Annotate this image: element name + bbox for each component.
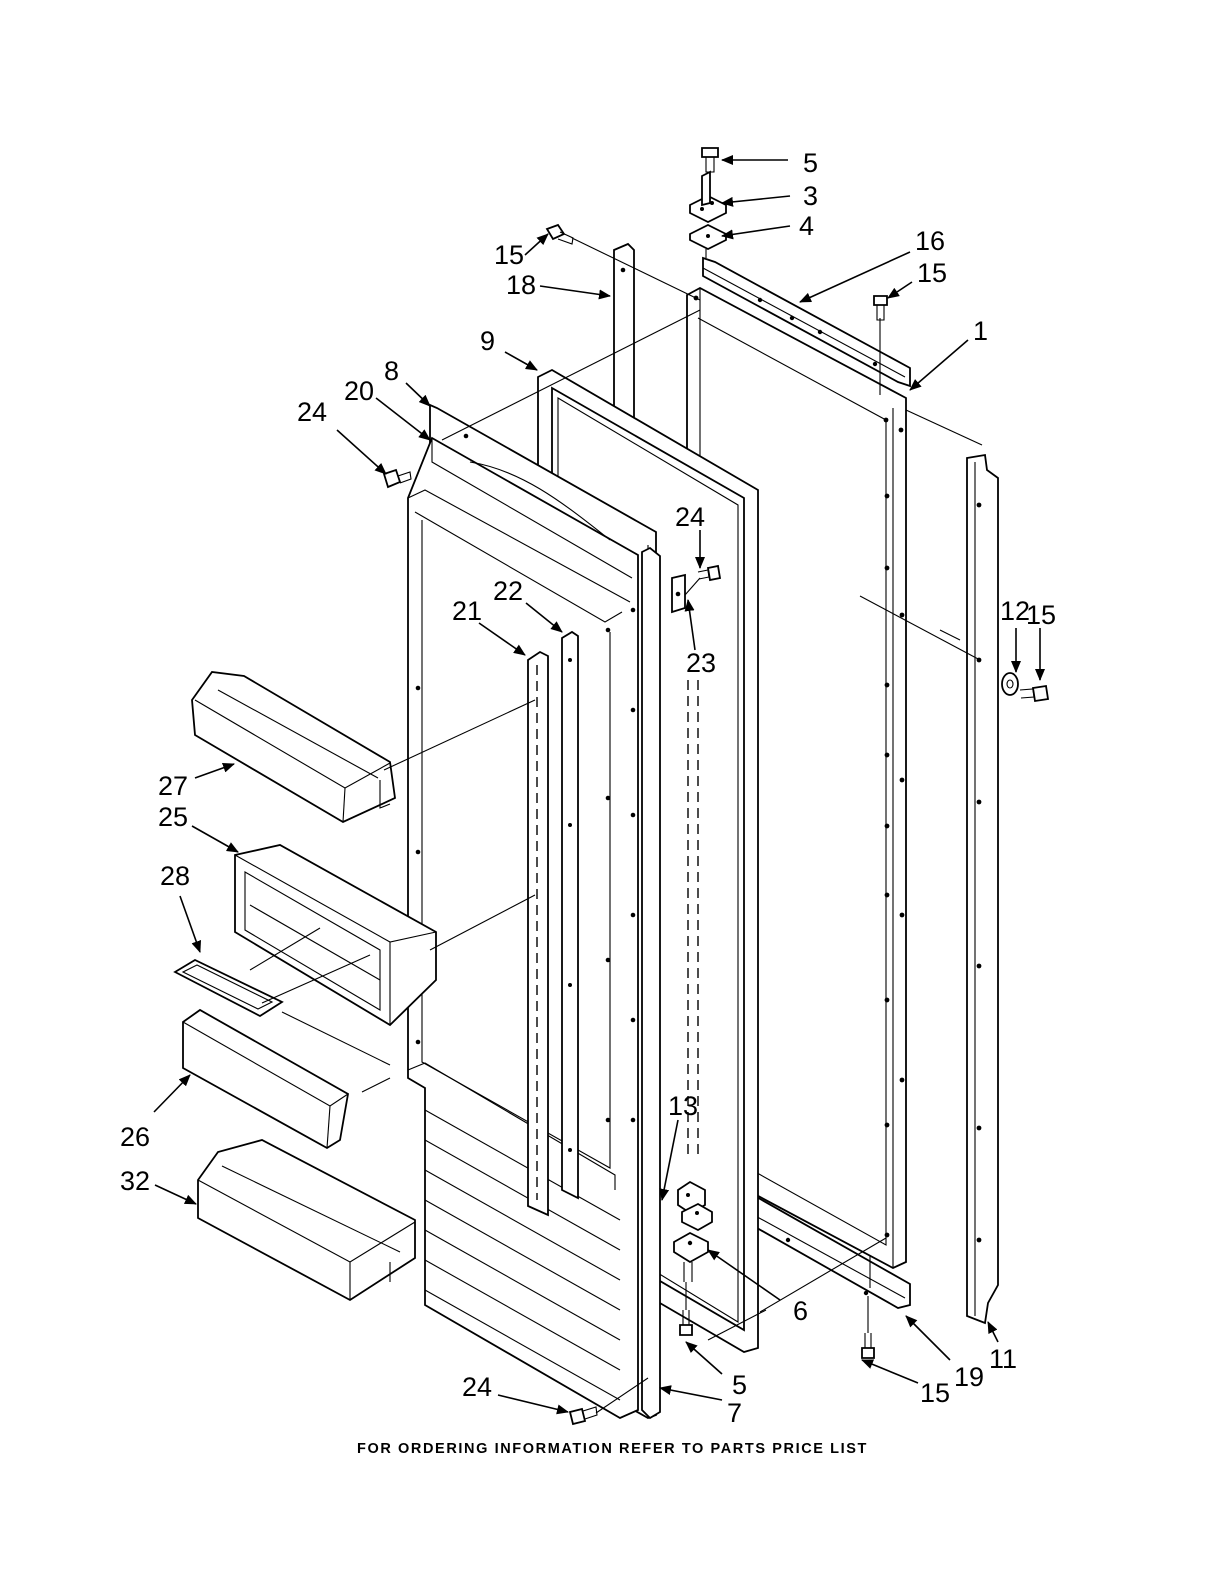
callout-9: 9	[480, 326, 495, 356]
callout-24: 24	[462, 1372, 492, 1402]
callout-26: 26	[120, 1122, 150, 1152]
ordering-info-note: FOR ORDERING INFORMATION REFER TO PARTS …	[0, 1441, 1225, 1457]
callout-5: 5	[732, 1370, 747, 1400]
part-7-edge-strip	[642, 548, 660, 1418]
callout-15: 15	[1026, 600, 1056, 630]
part-32-bottom-door-bin	[198, 1140, 415, 1300]
washer-12	[1002, 673, 1018, 695]
callout-21: 21	[452, 596, 482, 626]
screw-5-top	[702, 148, 718, 172]
callout-15: 15	[917, 258, 947, 288]
callout-8: 8	[384, 356, 399, 386]
callout-20: 20	[344, 376, 374, 406]
callout-15: 15	[494, 240, 524, 270]
part-4-hinge-shim	[690, 225, 726, 258]
callout-24: 24	[675, 502, 705, 532]
part-21-shelf-rail	[528, 652, 548, 1215]
callout-1: 1	[973, 316, 988, 346]
callout-6: 6	[793, 1296, 808, 1326]
callout-5: 5	[803, 148, 818, 178]
part-27-door-shelf-bin	[192, 672, 395, 822]
screw-24-bottom	[570, 1407, 597, 1424]
part-11-side-trim	[967, 455, 998, 1323]
screw-15-top-left	[547, 225, 573, 244]
callout-4: 4	[799, 211, 814, 241]
callout-18: 18	[506, 270, 536, 300]
part-22-shelf-rail	[562, 632, 578, 1198]
callout-24: 24	[297, 397, 327, 427]
callout-3: 3	[803, 181, 818, 211]
screw-15-right	[1020, 686, 1048, 701]
callout-7: 7	[727, 1398, 742, 1428]
callout-13: 13	[668, 1091, 698, 1121]
screw-15-top-right	[874, 296, 887, 320]
callout-19: 19	[954, 1362, 984, 1392]
callout-27: 27	[158, 771, 188, 801]
part-3-top-hinge	[690, 172, 726, 222]
callout-25: 25	[158, 802, 188, 832]
screw-24-top-left	[384, 470, 411, 487]
callout-16: 16	[915, 226, 945, 256]
callout-28: 28	[160, 861, 190, 891]
screw-15-bottom	[862, 1333, 874, 1358]
part-26-shelf-cover	[183, 1010, 348, 1148]
callout-15: 15	[920, 1378, 950, 1408]
callout-11: 11	[989, 1344, 1017, 1374]
callout-23: 23	[686, 648, 716, 678]
callout-32: 32	[120, 1166, 150, 1196]
part-28-small-tray	[175, 960, 282, 1016]
callout-22: 22	[493, 576, 523, 606]
